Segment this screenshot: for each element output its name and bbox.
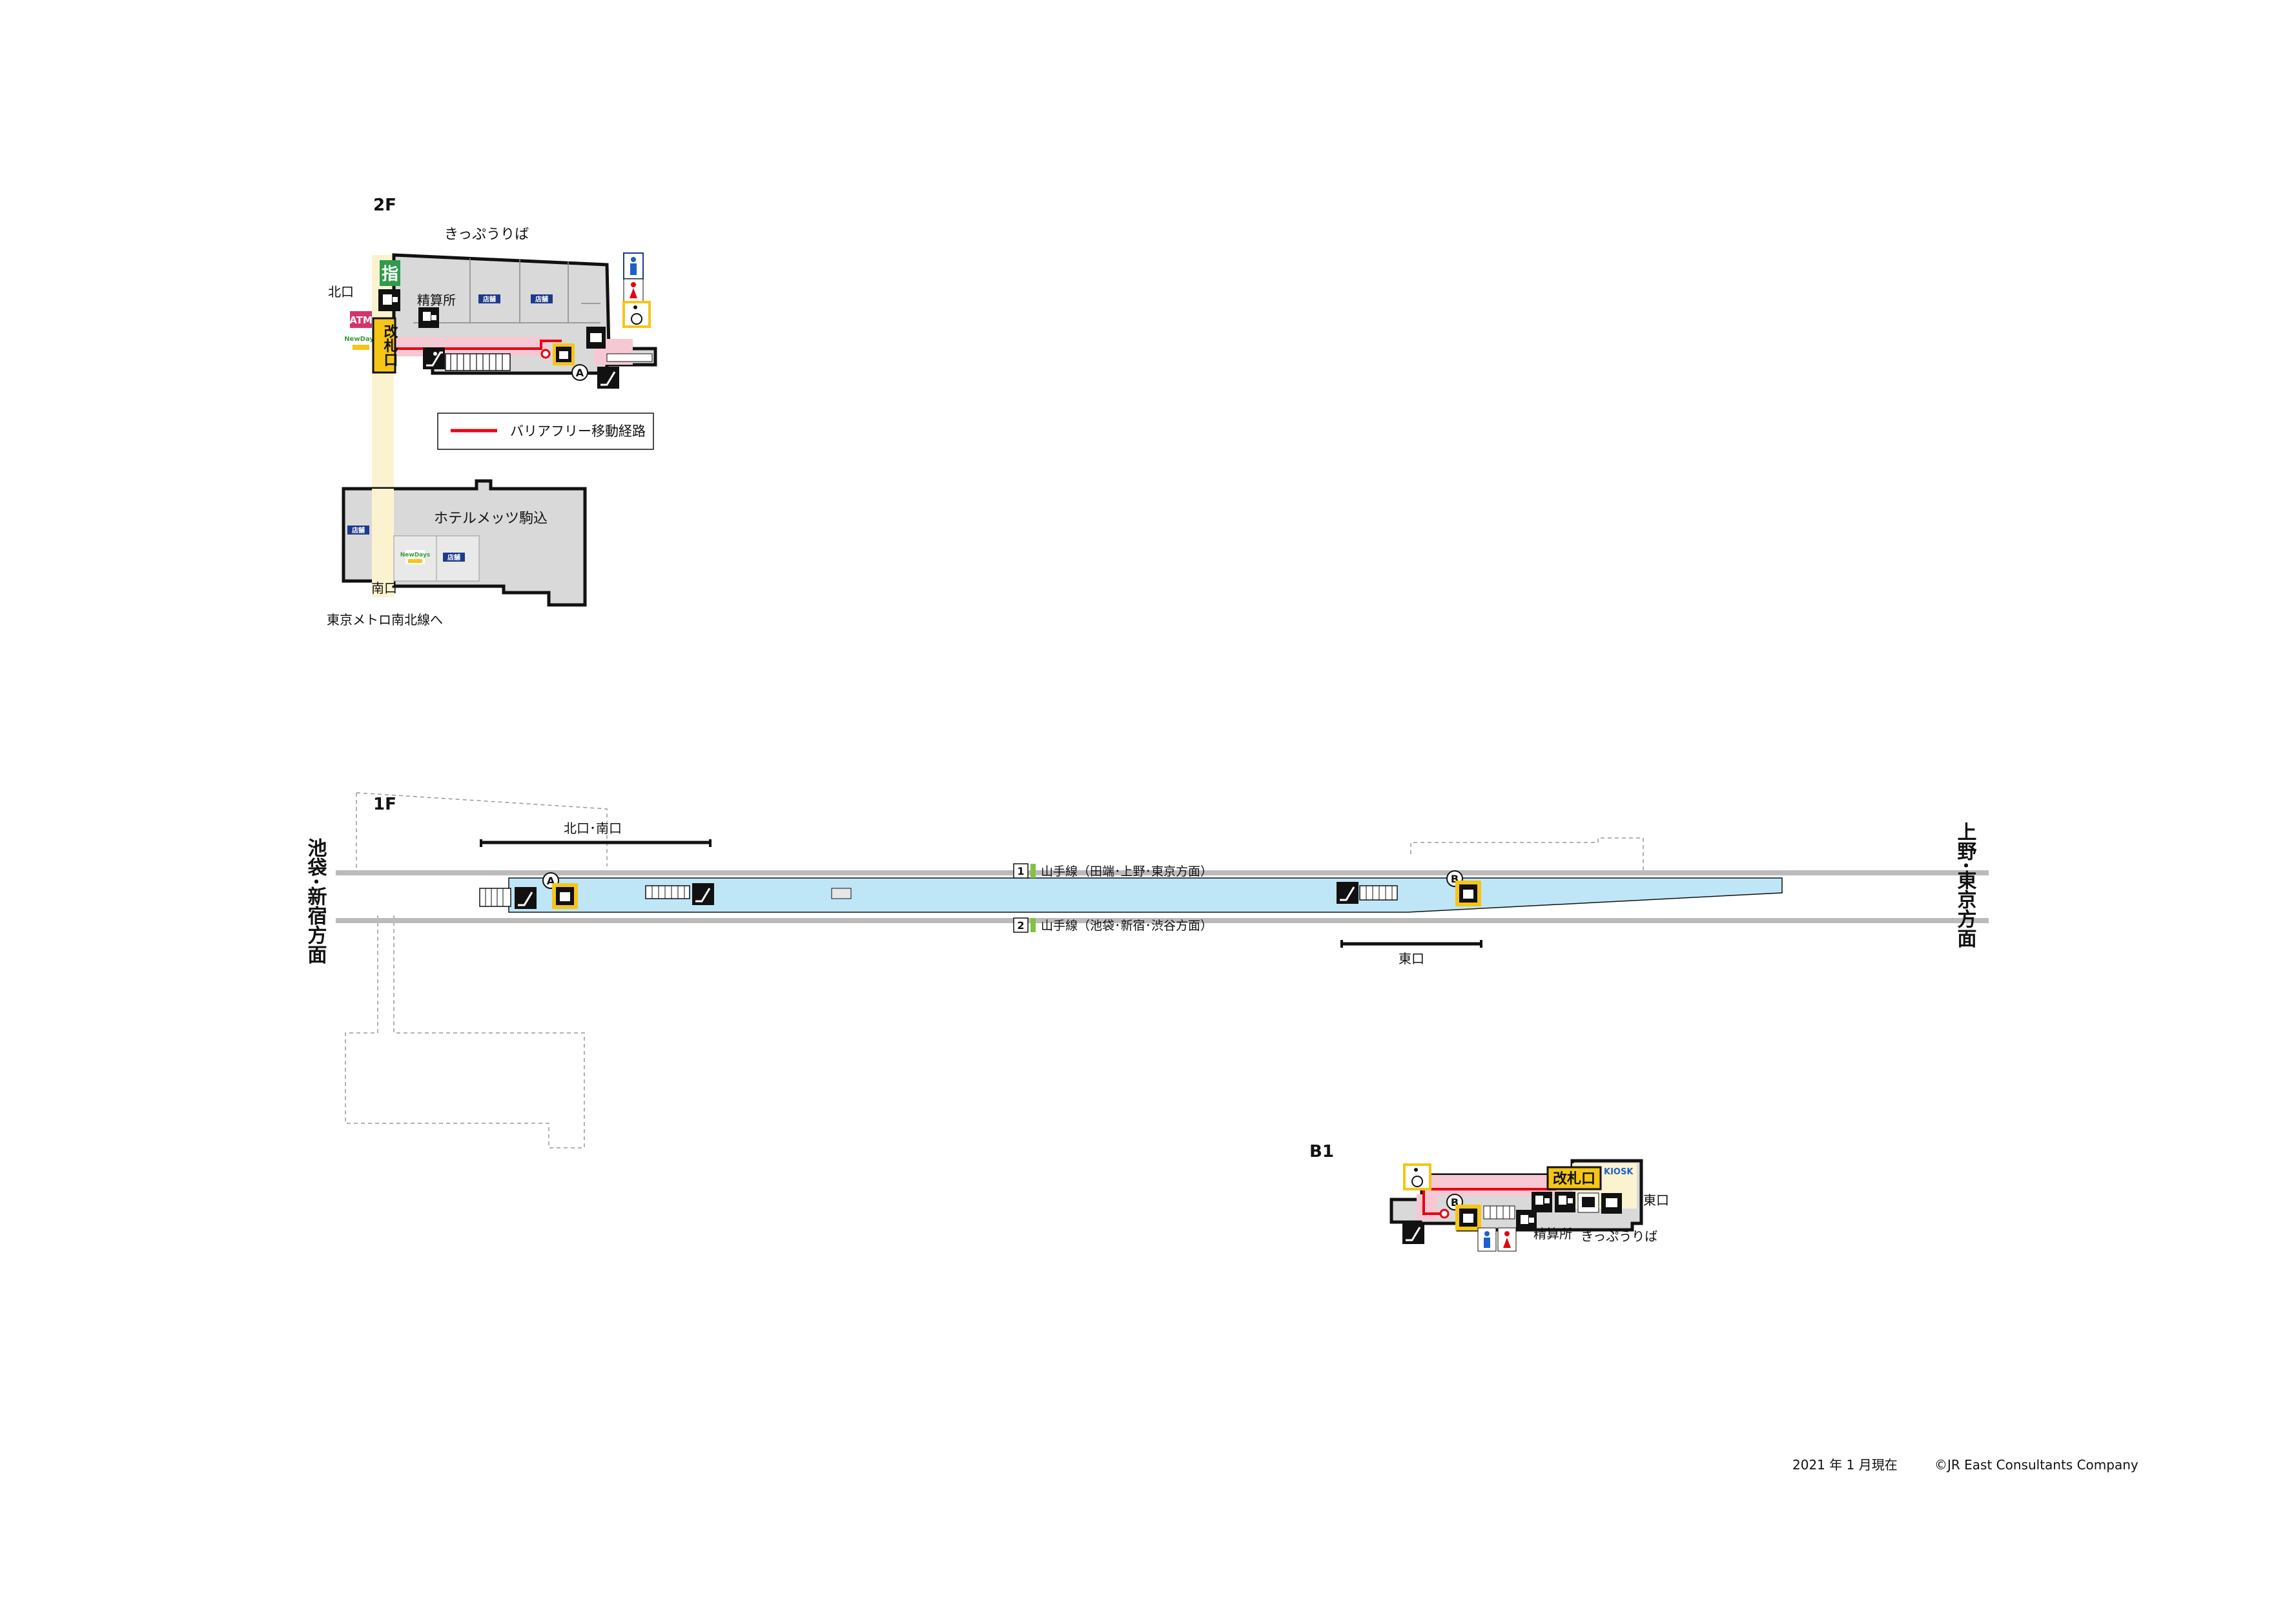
reserved-seat-icon: 指 bbox=[380, 260, 400, 286]
marker-a-2f: A bbox=[571, 364, 588, 381]
toilet-female-icon bbox=[1497, 1227, 1517, 1252]
copyright: ©JR East Consultants Company bbox=[1934, 1457, 2138, 1473]
fare-adjustment-icon bbox=[418, 307, 439, 328]
escalator-icon bbox=[423, 347, 445, 369]
toilet-male-icon bbox=[1477, 1227, 1497, 1252]
newdays-icon: NewDays bbox=[344, 331, 378, 354]
svg-text:2: 2 bbox=[1017, 919, 1024, 932]
kiosk: KIOSK bbox=[1604, 1167, 1634, 1177]
elevator-icon bbox=[586, 327, 606, 349]
svg-text:店舗: 店舗 bbox=[535, 295, 548, 303]
svg-text:指: 指 bbox=[382, 265, 398, 284]
floor-b1: B1 改札口 KIOSK 東口 bbox=[1309, 1142, 1669, 1252]
platform-structure bbox=[831, 888, 852, 899]
newdays-icon: NewDays bbox=[400, 550, 430, 564]
floor-label-1f: 1F bbox=[373, 795, 396, 814]
ticket-machine-icon bbox=[378, 289, 400, 311]
svg-text:店舗: 店舗 bbox=[447, 553, 460, 562]
svg-text:山手線（池袋･新宿･渋谷方面）: 山手線（池袋･新宿･渋谷方面） bbox=[1041, 919, 1213, 933]
floor-label-b1: B1 bbox=[1309, 1142, 1334, 1161]
ticket-gate-b1: 改札口 bbox=[1546, 1166, 1602, 1190]
escalator-icon bbox=[515, 887, 537, 909]
accessible-toilet-icon bbox=[622, 301, 651, 328]
stairs-icon bbox=[645, 885, 690, 899]
svg-text:KIOSK: KIOSK bbox=[1604, 1167, 1634, 1177]
upper-floor-outline bbox=[345, 792, 1644, 1148]
shop-2f-4: 店舗 bbox=[443, 553, 465, 562]
svg-text:北口･南口: 北口･南口 bbox=[564, 821, 622, 836]
svg-text:NewDays: NewDays bbox=[344, 336, 378, 343]
svg-text:店舗: 店舗 bbox=[483, 295, 496, 303]
ticket-vending-label-b1: きっぷうりば bbox=[1581, 1229, 1657, 1244]
elevator-icon bbox=[1455, 1205, 1481, 1230]
svg-text:東口: 東口 bbox=[1399, 951, 1424, 966]
direction-left: 池袋･新宿方面 bbox=[304, 838, 328, 964]
fare-adjustment-label: 精算所 bbox=[417, 292, 456, 308]
ticket-machine-icon bbox=[1555, 1192, 1575, 1212]
shop-2f-1: 店舗 bbox=[478, 294, 500, 303]
ticket-machine-icon bbox=[1532, 1192, 1552, 1212]
escalator-icon bbox=[1337, 882, 1358, 904]
exit-east: 東口 bbox=[1340, 940, 1482, 966]
legend-label: バリアフリー移動経路 bbox=[510, 424, 646, 439]
stairs-icon bbox=[479, 888, 511, 907]
east-exit-label-b1: 東口 bbox=[1643, 1192, 1669, 1208]
svg-text:1: 1 bbox=[1017, 865, 1024, 877]
exit-north-south: 北口･南口 bbox=[480, 821, 712, 847]
atm-icon: ATM bbox=[349, 311, 373, 328]
fare-adjustment-icon bbox=[1601, 1193, 1622, 1214]
partitions bbox=[413, 258, 600, 323]
track-1-label: 1 山手線（田端･上野･東京方面） bbox=[1013, 863, 1213, 879]
fare-adjustment-icon bbox=[1577, 1192, 1599, 1213]
legend: バリアフリー移動経路 bbox=[437, 413, 654, 450]
svg-text:A: A bbox=[576, 367, 584, 379]
floor-label-2f: 2F bbox=[373, 196, 396, 215]
metro-link-label: 東京メトロ南北線へ bbox=[327, 612, 443, 628]
floor-1f: 1F 北口･南口 A bbox=[304, 792, 1989, 1148]
toilet-male-icon bbox=[623, 252, 644, 280]
stairs-icon bbox=[1359, 885, 1398, 901]
svg-text:改札口: 改札口 bbox=[382, 323, 399, 367]
toilet-female-icon bbox=[623, 278, 644, 303]
floor-2f: 2F きっぷうりば bbox=[327, 196, 657, 628]
track-2-label: 2 山手線（池袋･新宿･渋谷方面） bbox=[1013, 917, 1213, 933]
escalator-icon bbox=[692, 883, 714, 905]
elevator-icon bbox=[552, 883, 578, 909]
elevator-icon bbox=[553, 343, 575, 365]
svg-text:NewDays: NewDays bbox=[400, 552, 430, 558]
escalator-icon bbox=[597, 367, 619, 389]
shop-2f-3: 店舗 bbox=[347, 526, 369, 535]
escalator-icon bbox=[1402, 1222, 1424, 1244]
svg-text:山手線（田端･上野･東京方面）: 山手線（田端･上野･東京方面） bbox=[1041, 864, 1213, 879]
barrier-free-walkway bbox=[395, 337, 547, 356]
direction-right: 上野･東京方面 bbox=[1954, 822, 1977, 948]
elevator-icon bbox=[1455, 881, 1481, 906]
barrier-free-route-2f bbox=[395, 340, 562, 350]
svg-text:改札口: 改札口 bbox=[1553, 1170, 1595, 1187]
accessible-toilet-icon bbox=[1403, 1163, 1431, 1190]
as-of-date: 2021 年 1 月現在 bbox=[1792, 1457, 1898, 1473]
fare-adjustment-label-b1: 精算所 bbox=[1533, 1226, 1572, 1241]
ticket-vending-label: きっぷうりば bbox=[444, 227, 529, 243]
stairs-icon bbox=[445, 353, 511, 371]
south-exit-label: 南口 bbox=[371, 580, 397, 596]
barrier-free-route-b1 bbox=[1422, 1188, 1556, 1215]
ticket-gate-2f: 改札口 bbox=[372, 317, 399, 374]
stairs-icon bbox=[1483, 1205, 1515, 1220]
north-exit-label: 北口 bbox=[328, 284, 354, 300]
svg-text:店舗: 店舗 bbox=[352, 526, 365, 535]
hotel-label: ホテルメッツ駒込 bbox=[434, 511, 548, 527]
shop-2f-2: 店舗 bbox=[531, 294, 553, 303]
fare-adjustment-icon bbox=[1516, 1210, 1537, 1230]
svg-text:ATM: ATM bbox=[349, 314, 373, 326]
